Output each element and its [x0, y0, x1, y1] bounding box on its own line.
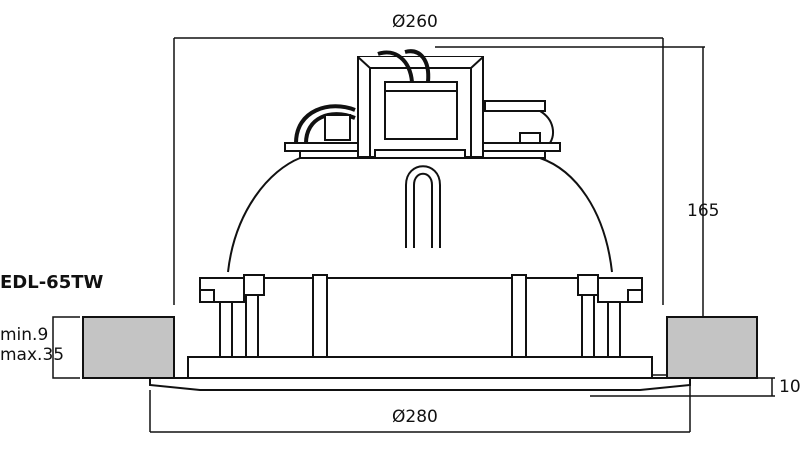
flange-height-label: 10 [779, 377, 800, 397]
model-label: EDL-65TW [0, 272, 104, 293]
flange [149, 377, 691, 391]
mounting-posts [199, 274, 643, 358]
transformer [357, 56, 484, 159]
top-diameter-label: Ø260 [392, 12, 438, 32]
right-component [484, 100, 554, 144]
ceiling-min-label: min.9 [0, 325, 49, 345]
height-label: 165 [687, 201, 720, 221]
base-plate [187, 356, 653, 379]
ceiling-max-label: max.35 [0, 345, 65, 365]
dome-slot [405, 165, 441, 248]
ceiling-sections [82, 316, 758, 379]
flange-diameter-label: Ø280 [392, 407, 438, 427]
